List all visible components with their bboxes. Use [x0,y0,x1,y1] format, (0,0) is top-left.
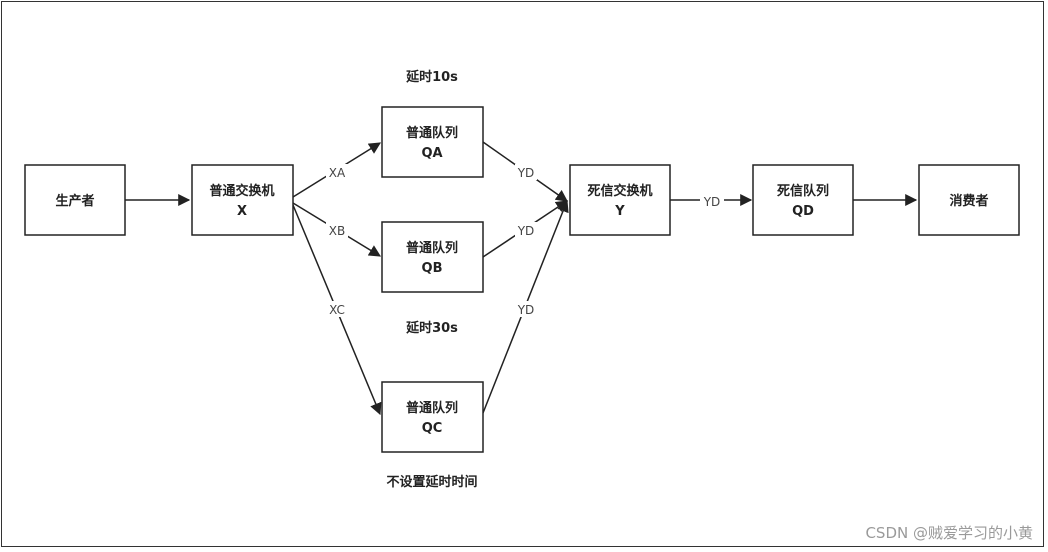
node-queue-qc-id: QC [422,421,443,436]
edge-label-yd-y: YD [703,195,721,209]
node-dead-exchange-y-id: Y [614,204,625,219]
csdn-watermark: CSDN @贼爱学习的小黄 [865,524,1033,542]
node-queue-qb-label: 普通队列 [406,240,458,256]
edge-label-yd-qc: YD [517,303,535,317]
node-queue-qb-id: QB [422,261,443,276]
node-consumer: 消费者 [918,164,1020,236]
node-producer: 生产者 [24,164,126,236]
node-consumer-label: 消费者 [949,193,988,209]
node-producer-label: 生产者 [55,193,94,209]
edge-label-xa: XA [329,166,346,180]
node-queue-qc: 普通队列 QC [381,381,484,453]
edge-label-xb: XB [329,224,345,238]
edge-label-yd-qa: YD [517,166,535,180]
edge-label-xc: XC [329,303,345,317]
node-exchange-x-label: 普通交换机 [209,183,274,199]
node-queue-qc-label: 普通队列 [406,400,458,416]
node-dead-queue-qd-id: QD [792,204,814,219]
note-qb-delay: 延时30s [405,320,458,336]
node-queue-qa-label: 普通队列 [406,125,458,141]
node-queue-qa: 普通队列 QA [381,106,484,178]
edge-labels: XA XB XC YD YD YD YD [326,164,724,317]
node-dead-queue-qd-label: 死信队列 [777,183,829,199]
note-qa-delay: 延时10s [405,69,458,85]
edge-label-yd-qb: YD [517,224,535,238]
node-exchange-x: 普通交换机 X [191,164,294,236]
node-dead-exchange-y-label: 死信交换机 [587,183,652,199]
node-queue-qb: 普通队列 QB [381,221,484,293]
note-qc-delay: 不设置延时时间 [386,474,477,490]
node-dead-queue-qd: 死信队列 QD [752,164,854,236]
node-exchange-x-id: X [237,204,247,219]
node-dead-exchange-y: 死信交换机 Y [569,164,671,236]
node-queue-qa-id: QA [421,146,442,161]
